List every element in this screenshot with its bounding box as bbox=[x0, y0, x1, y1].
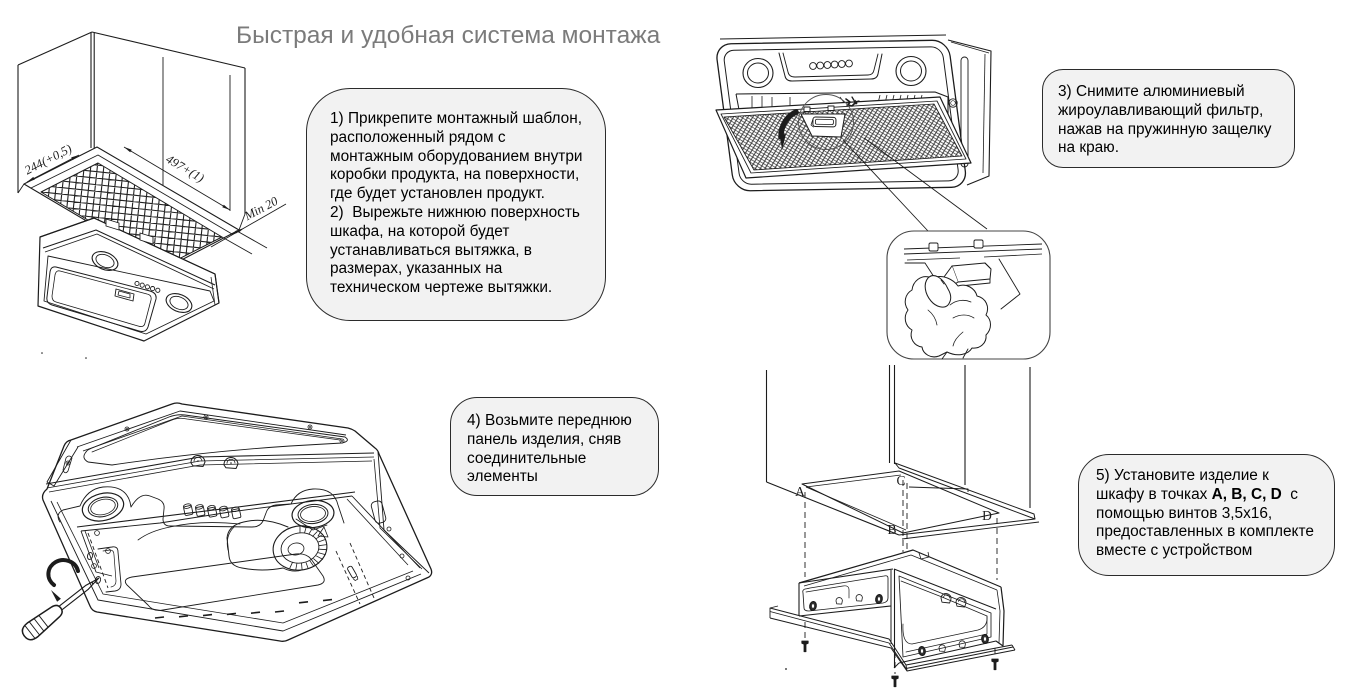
svg-text:497+(1): 497+(1) bbox=[163, 152, 206, 185]
svg-text:A: A bbox=[795, 484, 805, 499]
svg-text:C: C bbox=[896, 473, 905, 488]
svg-text:Min 20: Min 20 bbox=[241, 194, 281, 224]
svg-text:D: D bbox=[982, 508, 992, 523]
svg-text:B: B bbox=[887, 522, 896, 537]
